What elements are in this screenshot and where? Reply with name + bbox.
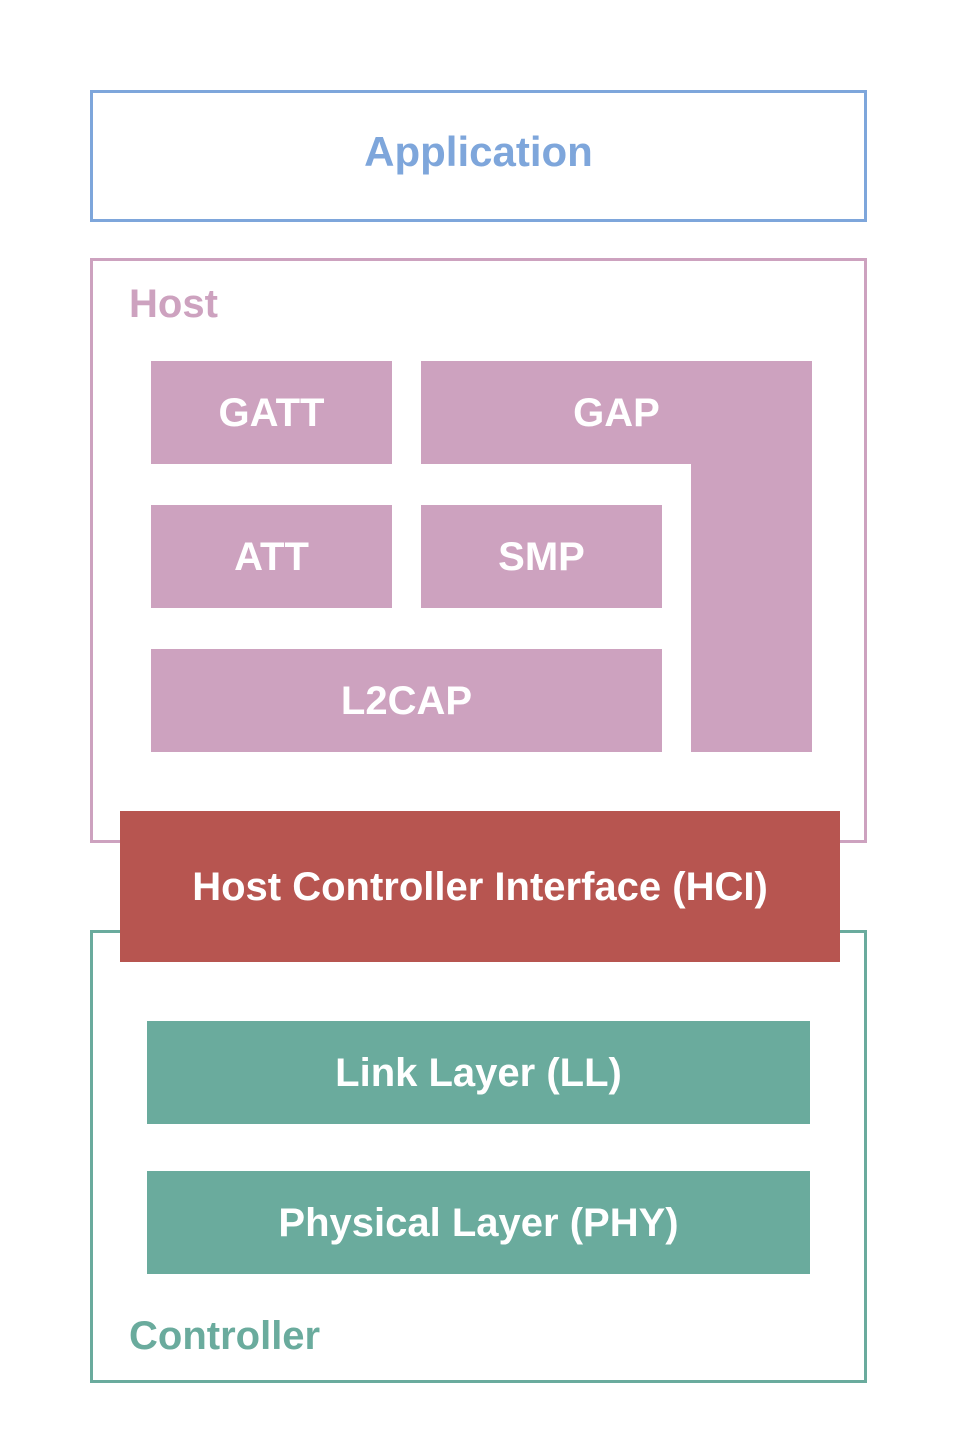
gap-block-side — [691, 455, 812, 752]
gap-block-top — [421, 361, 812, 464]
link-layer-label: Link Layer (LL) — [335, 1050, 622, 1095]
hci-label: Host Controller Interface (HCI) — [192, 864, 768, 909]
host-label: Host — [129, 282, 218, 326]
physical-layer-block: Physical Layer (PHY) — [147, 1171, 810, 1274]
application-label: Application — [364, 128, 593, 175]
gatt-block: GATT — [151, 361, 392, 464]
l2cap-label: L2CAP — [340, 678, 473, 723]
l2cap-block: L2CAP — [151, 649, 662, 752]
link-layer-block: Link Layer (LL) — [147, 1021, 810, 1124]
application-layer-box: Application — [90, 90, 867, 222]
smp-label: SMP — [498, 534, 585, 579]
gatt-label: GATT — [218, 390, 325, 435]
att-label: ATT — [234, 534, 309, 579]
gap-label: GAP — [573, 390, 660, 435]
controller-label: Controller — [129, 1314, 321, 1358]
physical-layer-label: Physical Layer (PHY) — [278, 1200, 679, 1245]
smp-block: SMP — [421, 505, 662, 608]
att-block: ATT — [151, 505, 392, 608]
hci-block: Host Controller Interface (HCI) — [120, 811, 840, 962]
